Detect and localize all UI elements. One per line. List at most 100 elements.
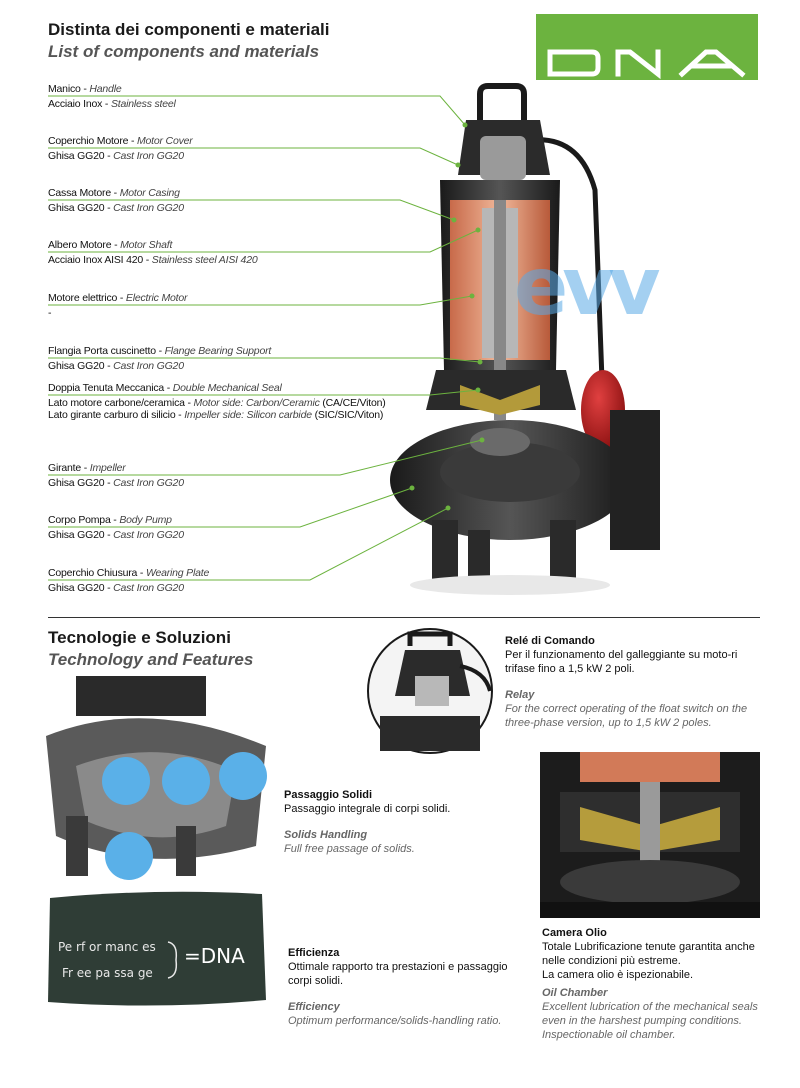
- leader-line-electric-motor: [48, 295, 473, 306]
- component-name-en: Motor Cover: [137, 135, 193, 147]
- feature-title-en: Relay: [505, 689, 535, 701]
- feature-text-en: For the correct operating of the float s…: [505, 703, 748, 729]
- chalk-line-1: Pe rf or manc es: [58, 940, 156, 954]
- component-motor-casing: Cassa Motore - Motor Casing Ghisa GG20 -…: [48, 187, 184, 214]
- seal-motor-side: Lato motore carbone/ceramica: [48, 397, 185, 409]
- component-material-en: Cast Iron GG20: [113, 477, 184, 489]
- leader-line-body-pump: [48, 487, 413, 528]
- component-name: Girante: [48, 462, 82, 474]
- page-subtitle: List of components and materials: [48, 42, 320, 61]
- component-body-pump: Corpo Pompa - Body Pump Ghisa GG20 - Cas…: [48, 514, 184, 541]
- component-material: Ghisa GG20: [48, 582, 105, 594]
- feature-text: Passaggio integrale di corpi solidi.: [284, 803, 451, 815]
- seal-motor-side-en: Motor side: Carbon/Ceramic: [193, 397, 320, 409]
- section-divider: [48, 617, 760, 618]
- component-name-en: Body Pump: [119, 514, 172, 526]
- feature-text: Totale Lubrificazione tenute garantita a…: [542, 941, 755, 967]
- leader-line-motor-casing: [48, 199, 455, 221]
- page-title: Distinta dei componenti e materiali: [48, 20, 330, 39]
- feature-title: Relé di Comando: [505, 635, 595, 647]
- feature-title: Efficienza: [288, 947, 340, 959]
- component-material-en: Stainless steel AISI 420: [151, 254, 258, 266]
- component-material: Acciaio Inox: [48, 98, 103, 110]
- chalkboard-background: [48, 891, 266, 1006]
- feature-text: Per il funzionamento del galleggiante su…: [505, 649, 738, 675]
- component-motor-cover: Coperchio Motore - Motor Cover Ghisa GG2…: [48, 135, 193, 162]
- component-material-en: Cast Iron GG20: [113, 529, 184, 541]
- relay-detail-image: [367, 628, 493, 754]
- feature-title-en: Efficiency: [288, 1001, 340, 1013]
- feature-relay: Relé di Comando Per il funzionamento del…: [505, 634, 755, 730]
- component-name: Doppia Tenuta Meccanica: [48, 382, 165, 394]
- feature-title: Passaggio Solidi: [284, 789, 373, 801]
- feature-oil-chamber: Camera Olio Totale Lubrificazione tenute…: [542, 926, 764, 1042]
- component-mechanical-seal: Doppia Tenuta Meccanica - Double Mechani…: [48, 382, 386, 421]
- component-name: Albero Motore: [48, 239, 112, 251]
- solids-passage-image: [46, 676, 267, 880]
- leader-line-motor-cover: [48, 147, 459, 166]
- section-subtitle: Technology and Features: [48, 650, 254, 669]
- component-wearing-plate: Coperchio Chiusura - Wearing Plate Ghisa…: [48, 567, 210, 594]
- component-name-en: Motor Casing: [119, 187, 180, 199]
- oil-chamber-image: [540, 752, 760, 918]
- component-impeller: Girante - Impeller Ghisa GG20 - Cast Iro…: [48, 462, 184, 489]
- component-name-en: Electric Motor: [125, 292, 188, 304]
- feature-title: Camera Olio: [542, 927, 607, 939]
- component-material: Ghisa GG20: [48, 360, 105, 372]
- leader-line-impeller: [48, 439, 483, 476]
- feature-text-en: Excellent lubrication of the mechanical …: [542, 1001, 758, 1041]
- component-name-en: Impeller: [89, 462, 126, 474]
- seal-impeller-code: (SIC/SIC/Viton): [314, 409, 384, 421]
- component-material: Ghisa GG20: [48, 150, 105, 162]
- component-handle: Manico - Handle Acciaio Inox - Stainless…: [48, 83, 176, 110]
- component-material: Acciaio Inox AISI 420: [48, 254, 144, 266]
- solid-spheres: [102, 752, 267, 880]
- seal-impeller-side: Lato girante carburo di silicio: [48, 409, 176, 421]
- feature-solids: Passaggio Solidi Passaggio integrale di …: [284, 788, 504, 856]
- component-name: Manico: [48, 83, 81, 95]
- component-flange-bearing: Flangia Porta cuscinetto - Flange Bearin…: [48, 345, 272, 372]
- leader-lines: [48, 95, 483, 581]
- pump-cutaway-illustration: [390, 83, 660, 595]
- feature-text-en: Full free passage of solids.: [284, 843, 415, 855]
- feature-text-en: Optimum performance/solids-handling rati…: [288, 1015, 502, 1027]
- component-name-en: Double Mechanical Seal: [172, 382, 282, 394]
- component-name-en: Flange Bearing Support: [164, 345, 272, 357]
- component-name: Coperchio Motore: [48, 135, 129, 147]
- feature-title-en: Oil Chamber: [542, 987, 608, 999]
- component-name: Flangia Porta cuscinetto: [48, 345, 156, 357]
- component-material: Ghisa GG20: [48, 202, 105, 214]
- feature-text-2: La camera olio è ispezionabile.: [542, 969, 694, 981]
- section-title: Tecnologie e Soluzioni: [48, 628, 231, 647]
- seal-motor-code: (CA/CE/Viton): [322, 397, 386, 409]
- component-motor-shaft: Albero Motore - Motor Shaft Acciaio Inox…: [48, 239, 258, 266]
- seal-impeller-side-en: Impeller side: Silicon carbide: [184, 409, 312, 421]
- component-material-en: Cast Iron GG20: [113, 202, 184, 214]
- leader-line-handle: [48, 95, 466, 126]
- watermark-logo: evv: [514, 240, 661, 333]
- feature-text: Ottimale rapporto tra prestazioni e pass…: [288, 961, 508, 987]
- component-electric-motor: Motore elettrico - Electric Motor -: [48, 292, 188, 319]
- component-name: Motore elettrico: [48, 292, 118, 304]
- component-material: Ghisa GG20: [48, 529, 105, 541]
- component-name-en: Handle: [89, 83, 122, 95]
- feature-title-en: Solids Handling: [284, 829, 368, 841]
- component-name: Coperchio Chiusura: [48, 567, 138, 579]
- leader-line-motor-shaft: [48, 229, 479, 253]
- dna-logo-mark: [547, 49, 746, 80]
- component-name-en: Wearing Plate: [145, 567, 210, 579]
- leader-line-seal: [48, 389, 479, 396]
- component-material-en: Cast Iron GG20: [113, 360, 184, 372]
- chalk-brace: [167, 941, 178, 979]
- leader-line-flange: [48, 357, 481, 363]
- component-material: Ghisa GG20: [48, 477, 105, 489]
- chalk-line-2: Fr ee pa ssa ge: [62, 966, 153, 980]
- leader-line-wearing-plate: [48, 507, 449, 581]
- component-material-en: Stainless steel: [110, 98, 176, 110]
- component-name-en: Motor Shaft: [120, 239, 173, 251]
- component-name: Corpo Pompa: [48, 514, 111, 526]
- feature-efficiency: Efficienza Ottimale rapporto tra prestaz…: [288, 946, 508, 1028]
- component-material-en: Cast Iron GG20: [113, 582, 184, 594]
- component-name: Cassa Motore: [48, 187, 111, 199]
- chalkboard-image: Pe rf or manc es Fr ee pa ssa ge =DNA: [46, 888, 268, 1008]
